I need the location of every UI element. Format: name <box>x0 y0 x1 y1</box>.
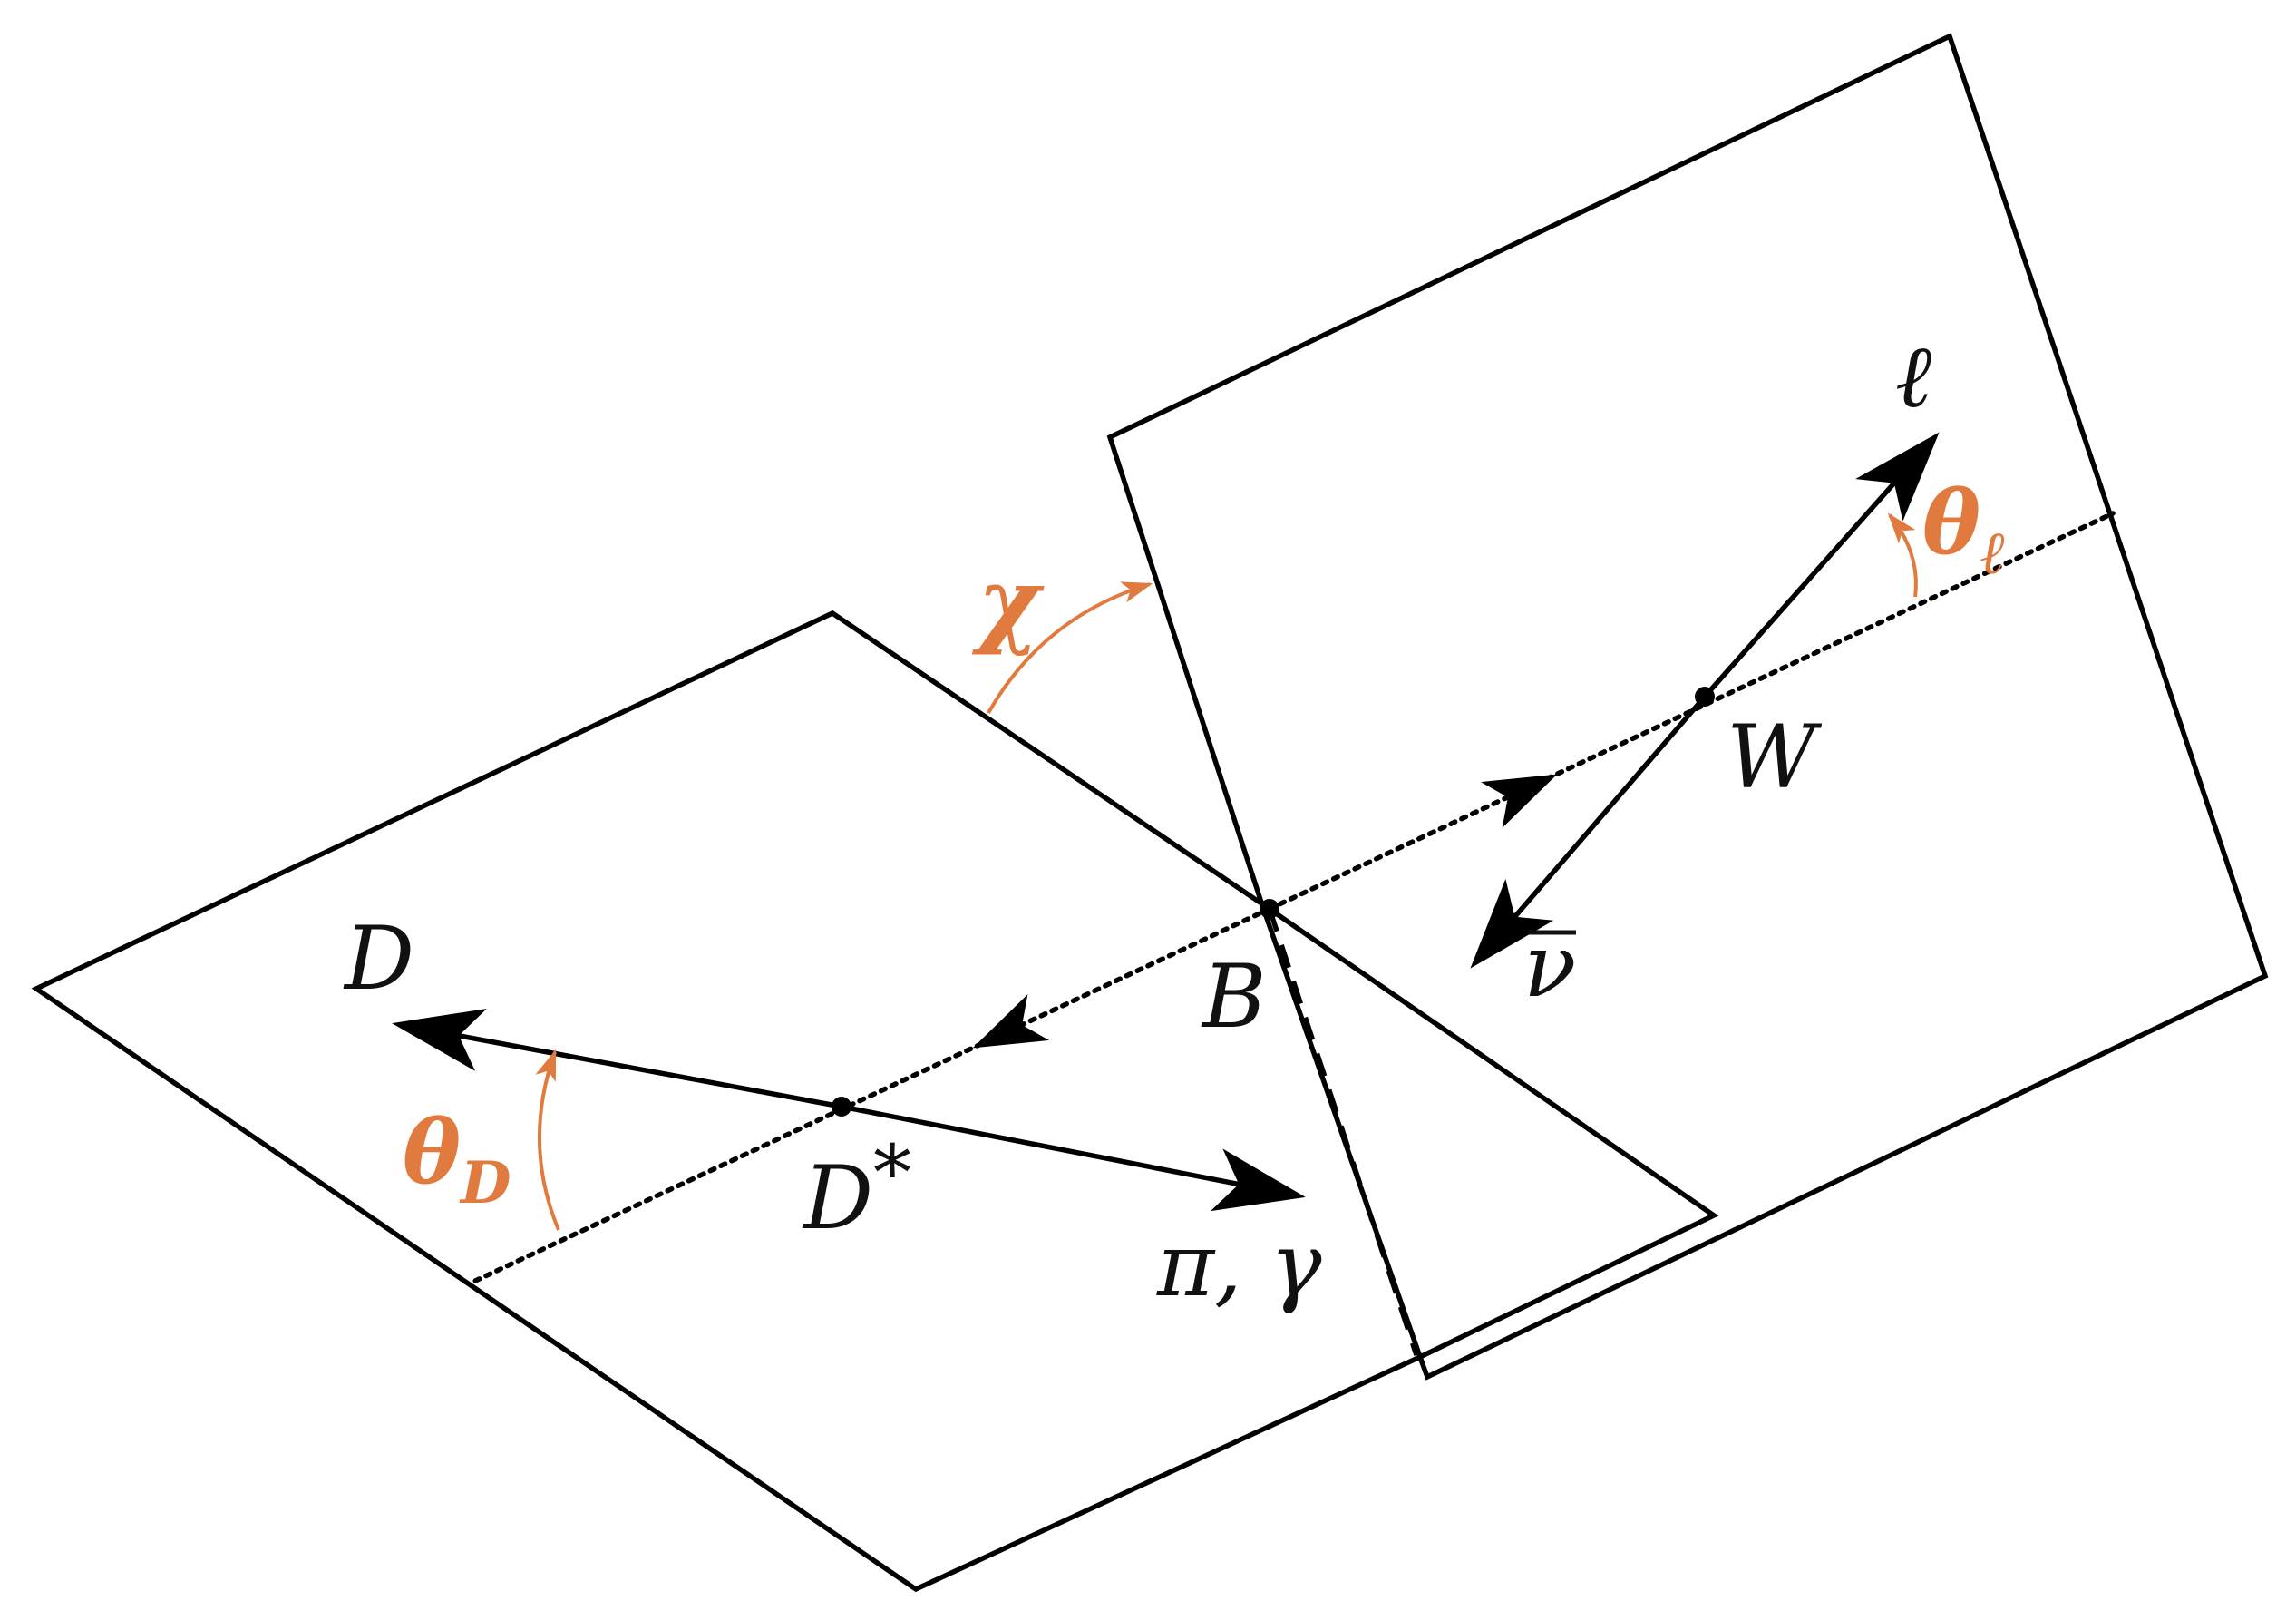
theta-d-label: θD <box>403 1101 511 1217</box>
chi-arc <box>987 581 1153 714</box>
lepton-arrow <box>1702 432 1940 698</box>
dstar-vertex <box>832 1097 851 1117</box>
theta-l-arc <box>1887 512 1918 598</box>
lepton-label: ℓ <box>1895 326 1931 427</box>
nubar-label: ν <box>1523 915 1576 1017</box>
d-meson-arrow <box>392 1008 842 1109</box>
theta-d-arc <box>535 1049 560 1231</box>
pi-gamma-label: π, γ <box>1156 1215 1322 1316</box>
chi-label: χ <box>971 546 1045 658</box>
lepton-plane <box>1106 33 2269 1381</box>
d-label: D <box>343 908 414 1010</box>
dstar-axis <box>469 906 1272 1285</box>
pi-gamma-arrow <box>841 1104 1306 1212</box>
w-label: W <box>1727 707 1823 808</box>
hadron-plane <box>31 610 1719 1593</box>
neutrino-arrow <box>1470 695 1707 969</box>
hidden-edge <box>1267 908 1419 1356</box>
theta-l-label: θℓ <box>1922 472 2006 588</box>
svg-text:ν: ν <box>1523 915 1576 1017</box>
w-vertex <box>1695 687 1715 707</box>
b-vertex <box>1260 899 1279 919</box>
dstar-label: D* <box>802 1128 911 1249</box>
b-label: B <box>1201 946 1267 1048</box>
